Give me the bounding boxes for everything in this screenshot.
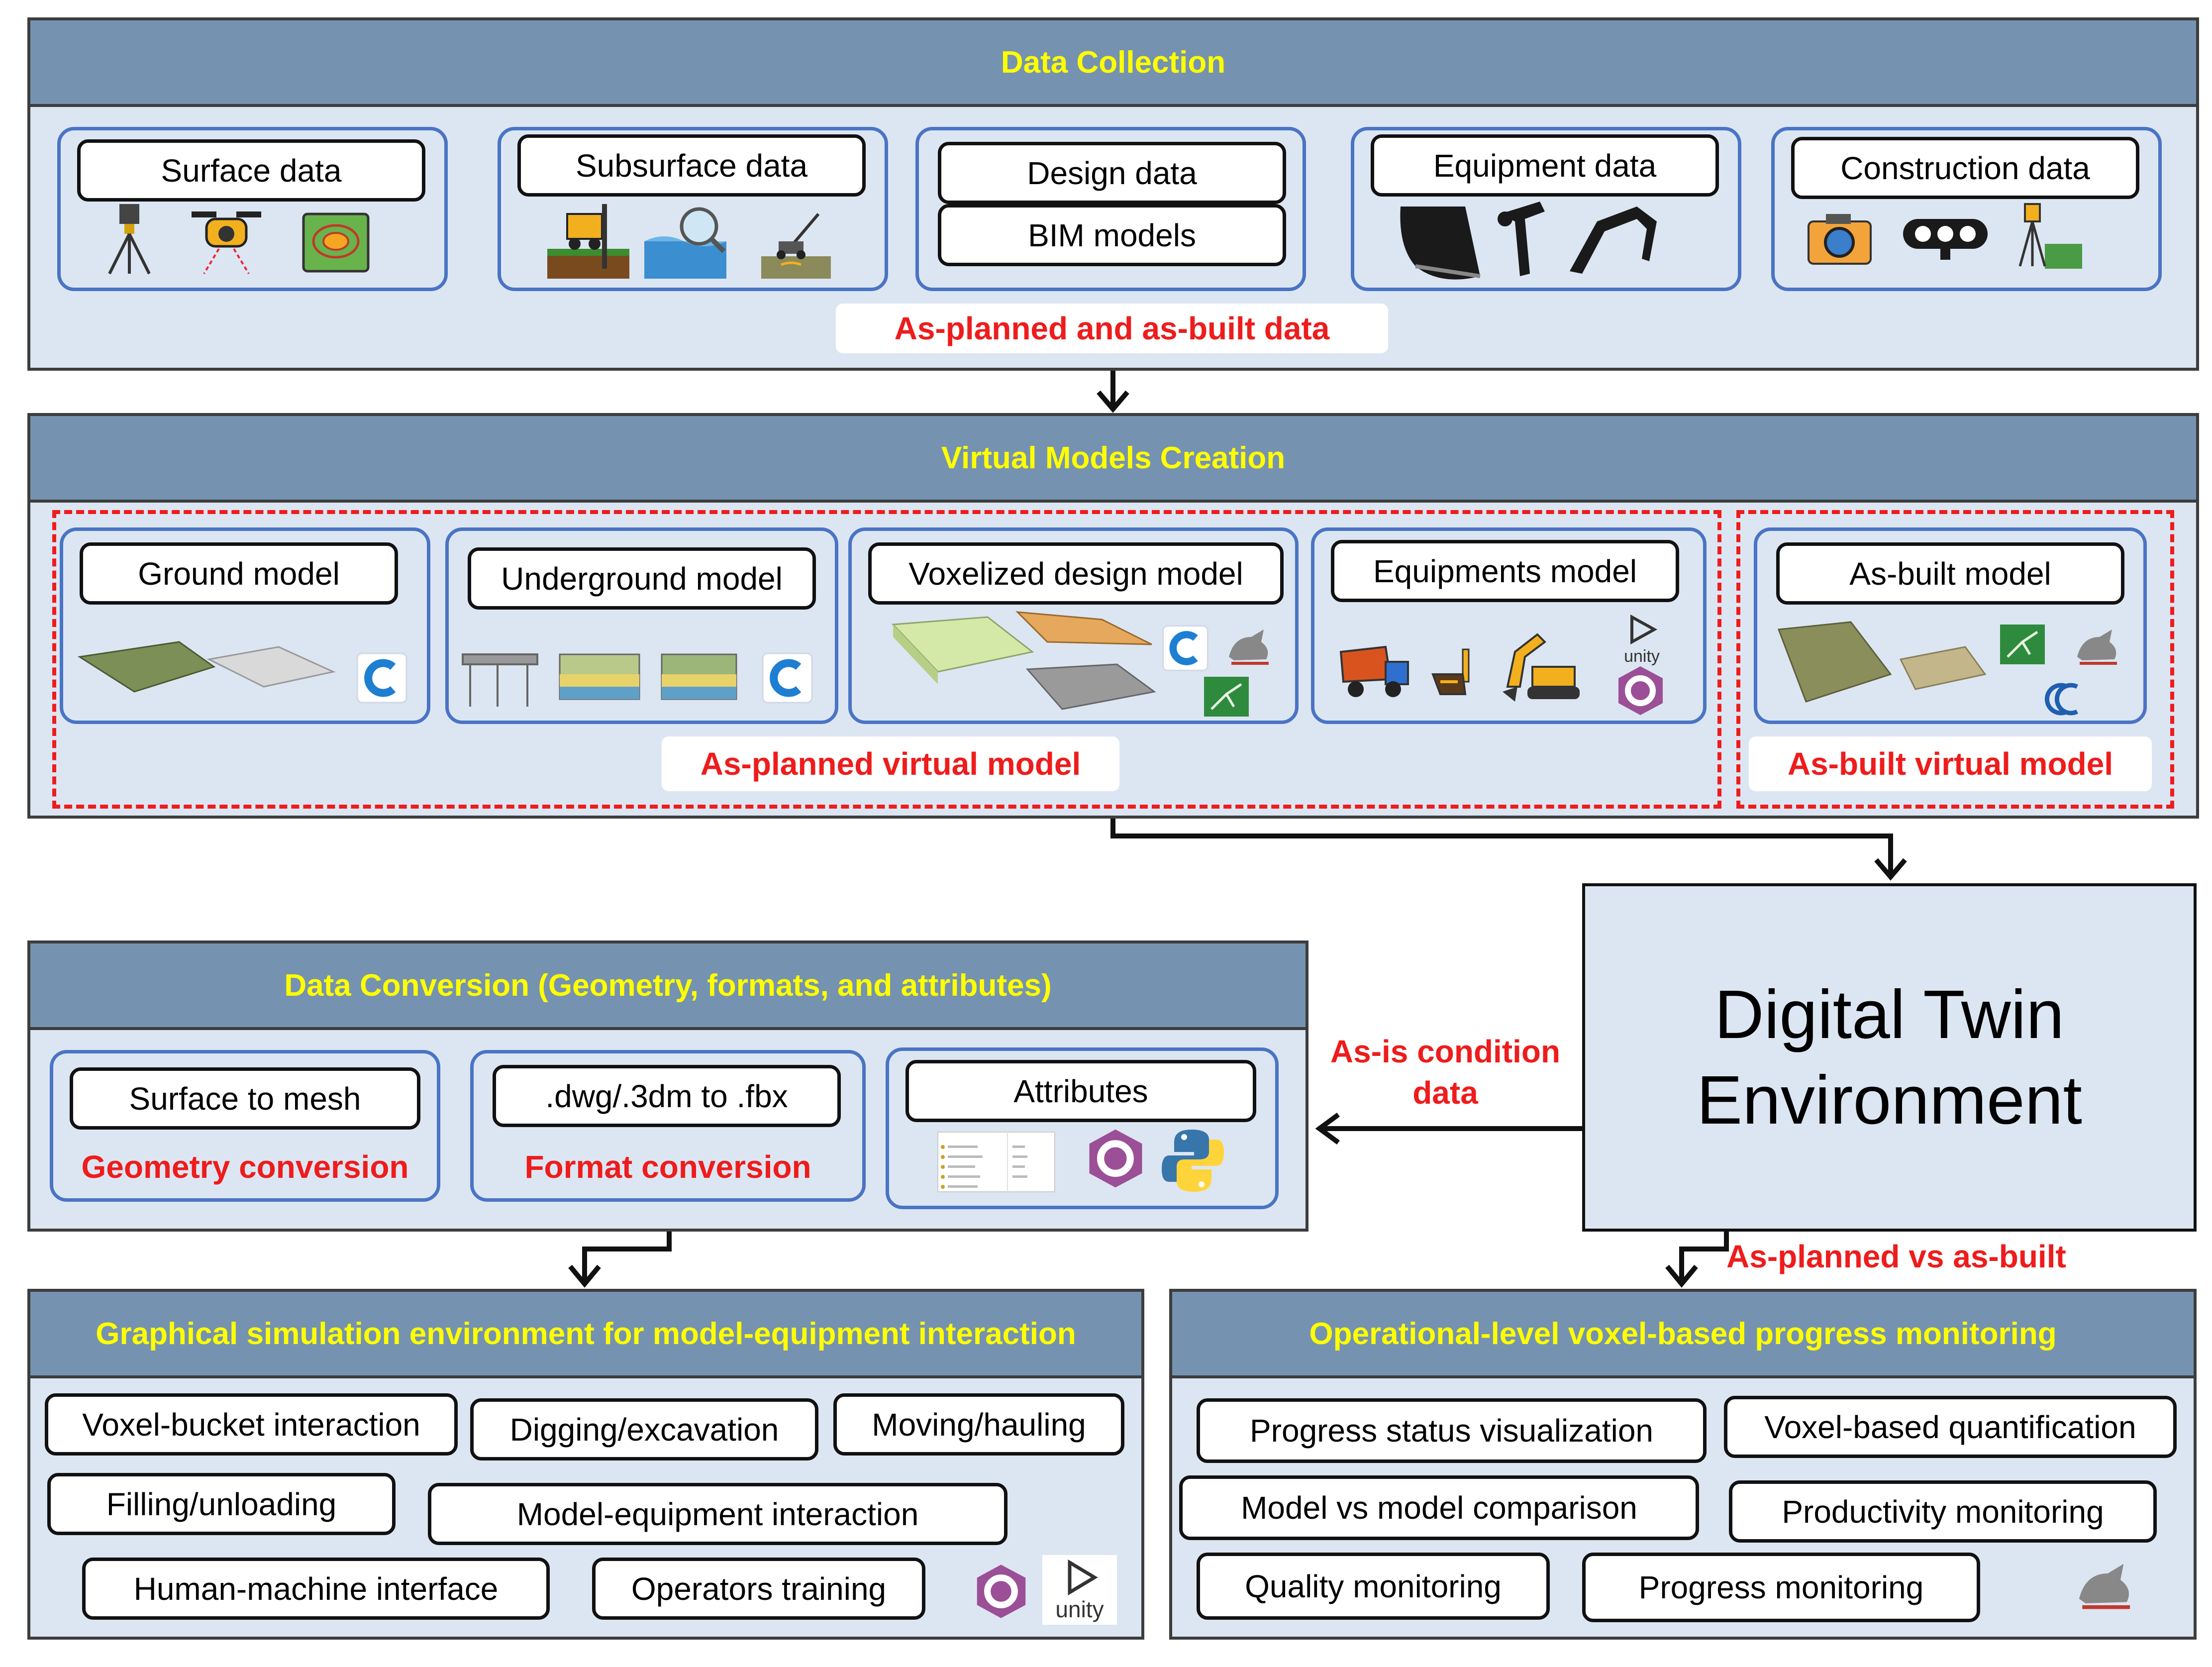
digital-twin-line-2: Environment — [1697, 1062, 2082, 1139]
as-planned-virtual-model-label: As-planned virtual model — [662, 736, 1119, 791]
as-is-condition-label: As-is condition data — [1308, 1028, 1582, 1117]
csharp-logo-icon-2 — [1089, 1129, 1142, 1188]
attribute-table-icon — [937, 1132, 1055, 1192]
quality-monitoring-pill: Quality monitoring — [1197, 1553, 1550, 1620]
productivity-monitoring-pill: Productivity monitoring — [1729, 1480, 2157, 1543]
rhinoceros-icon-3 — [2079, 1563, 2130, 1609]
surface-to-mesh-pill: Surface to mesh — [70, 1067, 420, 1130]
data-collection-header: Data Collection — [27, 17, 2199, 107]
ground-radar-icon — [761, 213, 831, 279]
grasshopper-icon — [1204, 677, 1249, 717]
unity-logo-icon: unity — [1624, 614, 1660, 666]
data-conversion-header: Data Conversion (Geometry, formats, and … — [27, 940, 1308, 1030]
bucket-icon — [1400, 207, 1481, 280]
simulation-header: Graphical simulation environment for mod… — [27, 1289, 1144, 1378]
design-data-pill: Design data — [938, 142, 1286, 204]
voxel-based-quantification-pill: Voxel-based quantification — [1724, 1396, 2177, 1458]
ground-model-pill: Ground model — [80, 542, 398, 605]
autodesk-civil3d-icon-3 — [1162, 625, 1208, 671]
dump-truck-icon — [1339, 645, 1409, 697]
voxelized-design-model-pill: Voxelized design model — [868, 542, 1284, 605]
equipments-model-pill: Equipments model — [1331, 540, 1679, 602]
progress-monitoring-pill: Progress monitoring — [1582, 1553, 1980, 1622]
as-built-dashed-region — [1736, 510, 2174, 809]
voxel-bucket-interaction-pill: Voxel-bucket interaction — [45, 1393, 458, 1456]
geometry-conversion-label: Geometry conversion — [81, 1149, 409, 1185]
equipment-data-pill: Equipment data — [1371, 134, 1719, 197]
camera-icon — [1808, 214, 1872, 265]
construction-data-pill: Construction data — [1791, 137, 2139, 199]
unity-logo-icon-2: unity — [1042, 1555, 1117, 1625]
format-pill: .dwg/.3dm to .fbx — [493, 1065, 841, 1127]
python-logo-icon — [1162, 1130, 1224, 1192]
human-machine-interface-pill: Human-machine interface — [82, 1558, 550, 1620]
excavator-boom-icon — [1498, 202, 1545, 276]
autodesk-civil3d-icon — [356, 652, 407, 704]
operators-training-pill: Operators training — [592, 1558, 925, 1620]
csharp-logo-icon — [1618, 666, 1663, 715]
as-planned-as-built-data-label: As-planned and as-built data — [836, 304, 1388, 353]
cloudcompare-icon — [2044, 683, 2079, 716]
as-built-virtual-model-label: As-built virtual model — [1749, 736, 2152, 791]
excavator-icon — [1503, 633, 1580, 702]
excavator-arm-icon — [1570, 207, 1657, 274]
progress-status-visualization-pill: Progress status visualization — [1197, 1398, 1707, 1463]
model-vs-model-comparison-pill: Model vs model comparison — [1179, 1475, 1699, 1540]
attributes-pill: Attributes — [905, 1060, 1256, 1122]
drone-icon — [192, 211, 261, 275]
rhinoceros-icon-2 — [2077, 629, 2117, 665]
digging-excavation-pill: Digging/excavation — [470, 1398, 818, 1460]
as-built-terrain-icon — [1777, 621, 1987, 703]
total-station-icon — [108, 204, 151, 275]
as-planned-vs-as-built-label: As-planned vs as-built — [1726, 1239, 2066, 1274]
subsurface-data-pill: Subsurface data — [517, 134, 866, 197]
model-equipment-interaction-pill: Model-equipment interaction — [428, 1483, 1007, 1545]
drilling-rig-icon — [547, 204, 629, 279]
stereo-camera-icon — [1903, 219, 1988, 260]
digital-twin-box: Digital Twin Environment — [1582, 883, 2197, 1232]
as-built-model-pill: As-built model — [1776, 542, 2124, 605]
as-is-condition-line-2: data — [1412, 1075, 1478, 1111]
surface-data-pill: Surface data — [77, 139, 425, 202]
autodesk-civil3d-icon-2 — [762, 652, 813, 704]
as-planned-dashed-region — [52, 510, 1721, 809]
voxel-design-models-icon — [891, 611, 1156, 710]
digital-twin-line-1: Digital Twin — [1714, 976, 2065, 1053]
filling-unloading-pill: Filling/unloading — [47, 1473, 396, 1535]
bim-models-pill: BIM models — [938, 204, 1286, 266]
format-conversion-label: Format conversion — [524, 1149, 811, 1185]
monitoring-header: Operational-level voxel-based progress m… — [1169, 1289, 2197, 1378]
survey-site-icon — [2018, 203, 2082, 269]
unity-logo-label-2: unity — [1055, 1596, 1104, 1622]
unity-logo-label: unity — [1624, 647, 1660, 666]
rhinoceros-icon — [1229, 629, 1269, 665]
csharp-logo-icon-3 — [977, 1564, 1026, 1618]
soil-layers-model-icon — [462, 653, 737, 707]
grasshopper-icon-2 — [2000, 625, 2045, 664]
as-is-condition-line-1: As-is condition — [1330, 1033, 1561, 1069]
virtual-models-header: Virtual Models Creation — [27, 413, 2199, 503]
moving-hauling-pill: Moving/hauling — [833, 1393, 1124, 1456]
terrain-model-icon — [77, 641, 336, 693]
groundwater-search-icon — [644, 207, 726, 279]
topographic-map-icon — [302, 212, 370, 273]
underground-model-pill: Underground model — [468, 547, 816, 610]
loader-bucket-icon — [1431, 648, 1470, 695]
